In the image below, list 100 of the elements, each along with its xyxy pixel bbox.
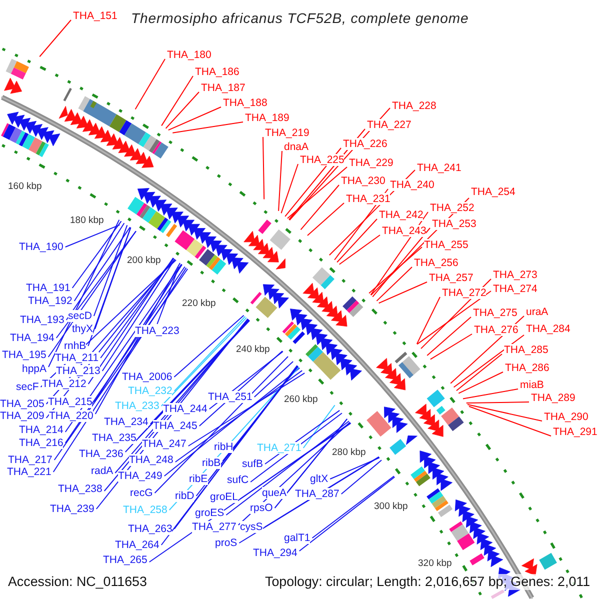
gene-label: THA_230 <box>341 175 386 187</box>
gene-label: THA_257 <box>429 272 474 284</box>
gene-label: gltX <box>310 473 328 485</box>
gene-label: THA_275 <box>473 307 518 319</box>
gene-label: THA_272 <box>442 287 486 299</box>
gene-label: rpsO <box>250 502 273 514</box>
leader-line <box>88 227 132 346</box>
leader-line <box>222 366 299 462</box>
leader-line <box>226 420 350 516</box>
gene-label: THA_277 <box>192 521 236 533</box>
gene-label: THA_285 <box>504 344 548 356</box>
leader-line <box>330 457 380 480</box>
gene-label: THA_242 <box>379 209 424 221</box>
gene-label: secF <box>16 381 39 393</box>
gene-label: queA <box>262 487 287 499</box>
leader-line <box>453 334 524 388</box>
gene-label: THA_286 <box>505 362 550 374</box>
leader-line <box>300 184 340 230</box>
leader-line <box>124 320 250 452</box>
gene-label: THA_294 <box>253 547 298 559</box>
gene-label: THA_211 <box>55 352 99 364</box>
gene-label: THA_245 <box>153 420 198 432</box>
scale-label: 280 kbp <box>332 446 366 458</box>
leader-line <box>114 319 250 474</box>
gene-label: THA_251 <box>208 391 252 403</box>
gene-label: THA_188 <box>223 97 268 109</box>
leader-line <box>172 122 244 134</box>
gene-label: THA_258 <box>123 504 168 516</box>
gene-label: THA_221 <box>7 466 52 478</box>
leader-line <box>164 368 300 476</box>
leader-line <box>188 372 306 446</box>
gene-label: THA_252 <box>430 202 474 214</box>
gene-label: THA_235 <box>92 432 136 444</box>
gene-label: THA_264 <box>115 539 160 551</box>
leader-line <box>378 282 428 304</box>
gene-label: THA_290 <box>544 411 588 423</box>
gene-label: THA_255 <box>424 239 468 251</box>
gene-label: groES <box>195 507 224 519</box>
gene-label: radA <box>91 465 114 477</box>
leader-line <box>168 106 222 131</box>
leader-line <box>240 422 352 500</box>
leader-line <box>376 266 412 302</box>
scale-label: 220 kbp <box>182 298 216 308</box>
leader-line <box>372 228 430 298</box>
gene-label: THA_276 <box>474 324 518 336</box>
leader-line <box>93 224 128 316</box>
leader-line <box>466 402 530 404</box>
leader-line <box>302 404 336 448</box>
scale-label: 160 kbp <box>8 180 42 192</box>
gene-label: THA_248 <box>129 454 174 466</box>
scale-label: 300 kbp <box>374 500 408 512</box>
gene-label: THA_187 <box>201 82 246 94</box>
gene-label: THA_247 <box>142 438 186 450</box>
gene-label: THA_205 <box>0 398 44 410</box>
gene-label: uraA <box>526 306 548 318</box>
leader-line <box>174 316 246 392</box>
leader-line <box>174 365 298 530</box>
leader-line <box>174 370 303 462</box>
gene-label: THA_216 <box>19 437 64 449</box>
leader-line <box>468 406 552 436</box>
gene-label: THA_253 <box>432 218 476 230</box>
gene-label: THA_271 <box>257 442 302 454</box>
scale-label: 320 kbp <box>418 558 452 568</box>
gene-label: THA_274 <box>493 283 538 295</box>
gene-label: THA_214 <box>19 424 64 436</box>
gene-label: THA_256 <box>414 257 458 269</box>
gene-label: THA_220 <box>49 410 94 422</box>
gene-label: THA_228 <box>392 100 436 112</box>
gene-label: THA_236 <box>79 448 124 460</box>
leader-line <box>160 366 298 546</box>
gene-label: THA_229 <box>349 157 394 169</box>
gene-label: THA_186 <box>195 66 240 78</box>
gene-label: THA_223 <box>135 325 180 337</box>
gene-label: THA_190 <box>19 241 64 253</box>
gene-label: THA_232 <box>128 385 172 397</box>
gene-label: THA_209 <box>0 410 44 422</box>
leader-line <box>165 92 200 129</box>
scale-label: 200 kbp <box>127 254 161 266</box>
gene-label: THA_284 <box>526 323 570 335</box>
leader-line <box>74 222 125 302</box>
leader-line <box>254 360 294 398</box>
leader-line <box>238 422 350 526</box>
gene-label: rnhB <box>64 340 86 352</box>
gene-label: THA_189 <box>245 112 290 124</box>
leader-line <box>66 226 131 320</box>
gene-label: THA_244 <box>163 403 208 415</box>
leader-line <box>312 476 394 538</box>
leader-line <box>336 218 378 263</box>
leader-line <box>156 266 180 324</box>
gene-label: THA_195 <box>2 349 46 361</box>
leader-line <box>64 224 120 248</box>
gene-label: hppA <box>22 363 47 375</box>
gene-label: THA_212 <box>42 378 86 390</box>
gene-label: miaB <box>520 379 544 391</box>
gene-label: THA_215 <box>48 396 92 408</box>
gene-label: THA_151 <box>73 10 118 22</box>
leader-line <box>462 388 518 400</box>
leader-line <box>467 404 542 422</box>
leader-line <box>280 164 298 214</box>
gene-label: THA_226 <box>343 138 388 150</box>
